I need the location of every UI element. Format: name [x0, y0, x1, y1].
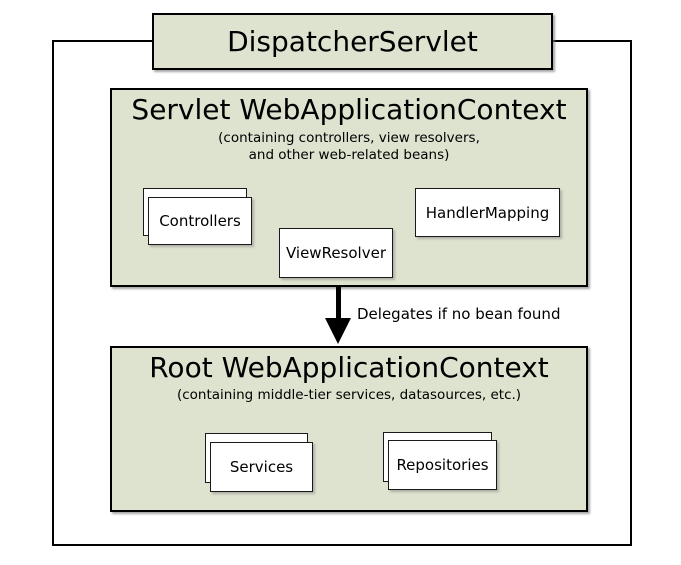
servlet-context-subtitle: (containing controllers, view resolvers,…: [112, 130, 586, 164]
down-arrow-icon: [325, 318, 351, 344]
root-context-title: Root WebApplicationContext: [149, 351, 549, 384]
servlet-context-subtitle-line1: (containing controllers, view resolvers,: [218, 130, 480, 146]
down-arrow-shaft: [336, 287, 341, 320]
delegates-label: Delegates if no bean found: [357, 305, 561, 323]
root-context-subtitle: (containing middle-tier services, dataso…: [176, 387, 522, 403]
repositories-box: Repositories: [388, 440, 497, 490]
controllers-box: Controllers: [148, 197, 252, 245]
handler-mapping-box: HandlerMapping: [415, 188, 560, 237]
services-box: Services: [210, 442, 313, 492]
root-context-box: Root WebApplicationContext (containing m…: [110, 346, 588, 512]
servlet-context-subtitle-line2: and other web-related beans): [248, 147, 450, 163]
servlet-context-title: Servlet WebApplicationContext: [131, 93, 567, 126]
view-resolver-box: ViewResolver: [279, 228, 393, 278]
dispatcher-servlet-box: DispatcherServlet: [152, 13, 553, 70]
